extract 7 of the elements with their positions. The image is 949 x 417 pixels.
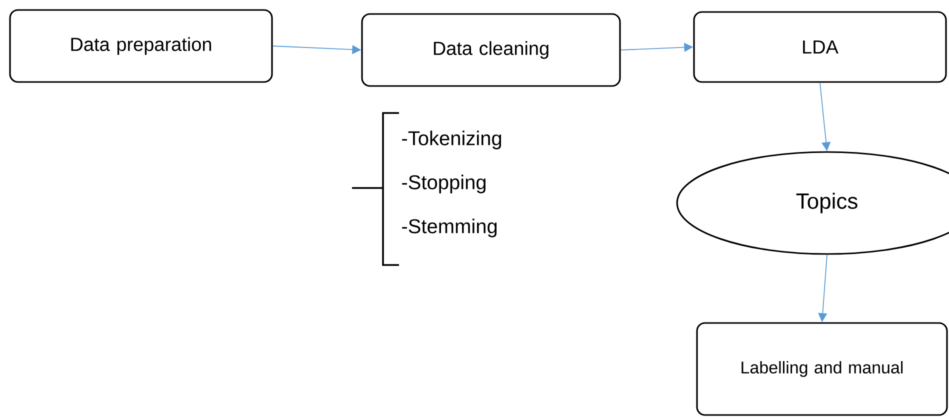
process-box: Labelling and manual (696, 322, 948, 416)
process-box: Data preparation (9, 9, 273, 83)
list-item: -Tokenizing (402, 130, 502, 150)
process-box: Data cleaning (361, 13, 621, 87)
list-item: -Stopping (402, 174, 486, 194)
list-item: -Stemming (402, 218, 497, 238)
process-box: LDA (693, 11, 947, 83)
